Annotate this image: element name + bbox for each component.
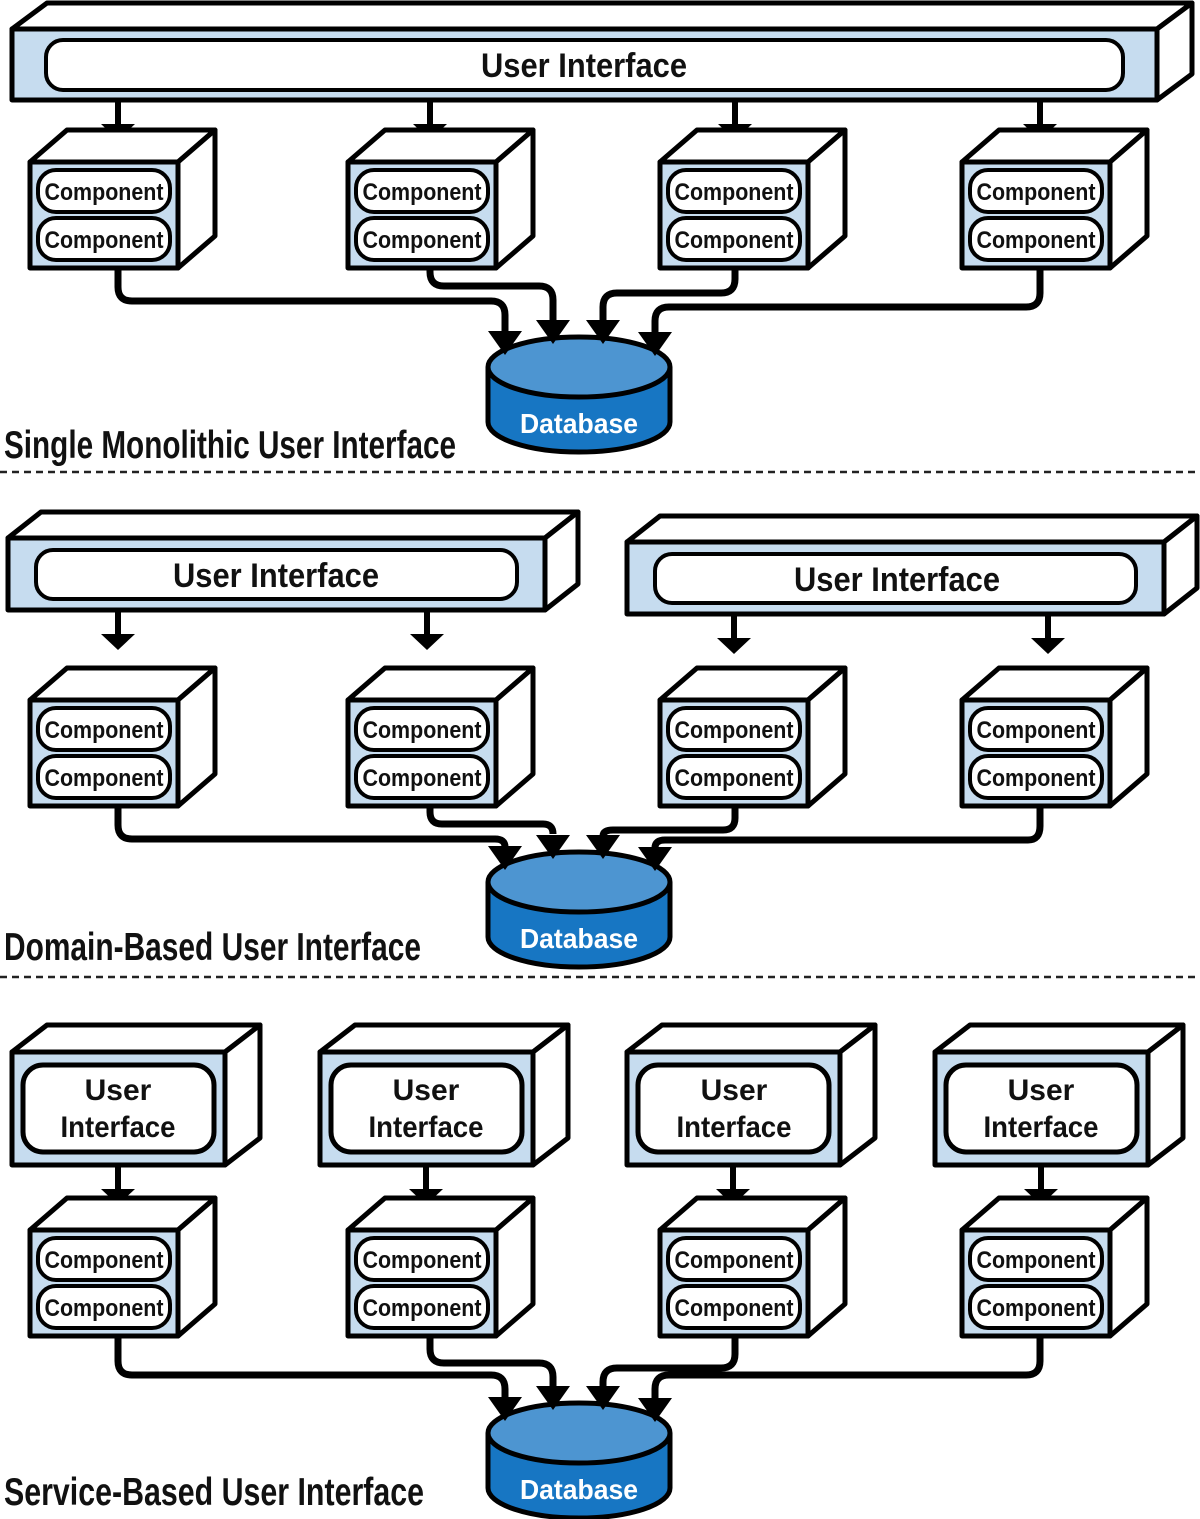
component-label: Component [675,765,794,792]
component-label: Component [675,717,794,744]
connector [426,806,557,835]
component-label: Component [45,227,164,254]
ui-box-label-line1: User [393,1074,460,1107]
connector [426,1336,557,1386]
component-label: Component [45,765,164,792]
component-label: Component [675,179,794,206]
component-label: Component [45,1295,164,1322]
ui-box-label-line2: Interface [984,1111,1099,1144]
ui-bar-label: User Interface [794,561,1000,599]
section-title: Domain-Based User Interface [4,926,421,969]
component-label: Component [363,1295,482,1322]
ui-box-label-line2: Interface [369,1111,484,1144]
component-label: Component [977,179,1096,206]
connector [651,1336,1044,1398]
database-label: Database [520,1474,638,1505]
connector [599,806,739,837]
component-label: Component [363,717,482,744]
component-label: Component [45,717,164,744]
component-label: Component [45,1247,164,1274]
component-label: Component [675,227,794,254]
connector [599,1336,739,1386]
component-label: Component [363,1247,482,1274]
component-label: Component [363,765,482,792]
ui-bar-label: User Interface [173,557,379,595]
section-title: Service-Based User Interface [4,1471,424,1514]
component-label: Component [977,227,1096,254]
component-label: Component [977,1295,1096,1322]
section-service-based: User Interface User Interface User Inter… [4,1025,1183,1518]
component-label: Component [977,717,1096,744]
component-label: Component [675,1247,794,1274]
ui-box-label-line1: User [701,1074,768,1107]
ui-box-label-line2: Interface [61,1111,176,1144]
section-title: Single Monolithic User Interface [4,424,456,467]
section-domain-based: User Interface User Interface Component … [0,512,1200,979]
component-label: Component [45,179,164,206]
component-label: Component [977,765,1096,792]
ui-box-label-line1: User [1008,1074,1075,1107]
component-label: Component [977,1247,1096,1274]
ui-box-label-line2: Interface [677,1111,792,1144]
connector [114,268,509,331]
ui-bar-label: User Interface [481,47,687,85]
connector [599,268,739,320]
section-single-monolithic: User Interface Component Component Compo… [0,3,1200,474]
component-label: Component [675,1295,794,1322]
database-label: Database [520,923,638,954]
component-label: Component [363,179,482,206]
connector [651,806,1044,849]
connector [114,806,509,848]
connector [651,268,1044,332]
connector [426,268,557,320]
component-label: Component [363,227,482,254]
ui-box-label-line1: User [85,1074,152,1107]
database-label: Database [520,408,638,439]
connector [114,1336,509,1397]
